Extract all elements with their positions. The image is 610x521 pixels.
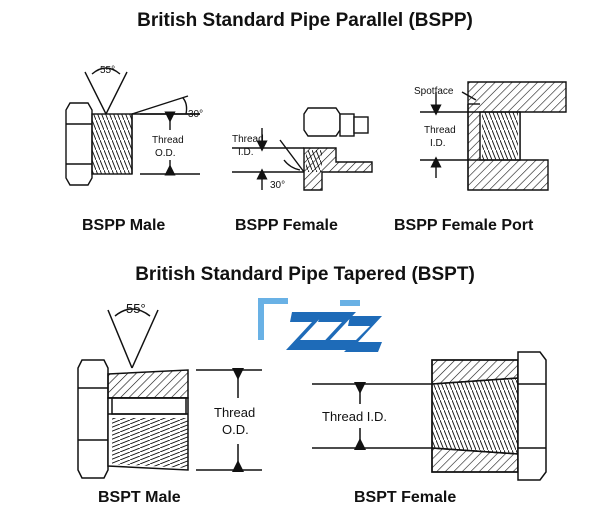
bspp-male-od-label: O.D. <box>155 148 176 159</box>
bspp-female-angle-30: 30° <box>270 180 285 191</box>
bspp-female-caption: BSPP Female <box>235 217 338 234</box>
bspp-female-drawing <box>232 107 373 191</box>
bspp-port-spotface-label: Spotface <box>414 86 454 97</box>
bspp-female-id-label: I.D. <box>238 147 254 158</box>
bspt-female-thread-id-label: Thread I.D. <box>322 409 387 424</box>
bspp-female-thread-word: Thread <box>232 134 264 145</box>
bspt-male-drawing <box>77 308 262 479</box>
bspp-female-port-caption: BSPP Female Port <box>394 217 534 234</box>
bspt-male-od-label: O.D. <box>222 422 249 437</box>
bspt-female-caption: BSPT Female <box>354 489 457 506</box>
bspp-female-port-drawing <box>420 81 567 191</box>
bspt-male-thread-word: Thread <box>214 405 255 420</box>
bspp-male-caption: BSPP Male <box>82 217 166 234</box>
bspp-male-angle-30: 30° <box>188 109 203 120</box>
bspp-port-id-label: I.D. <box>430 138 446 149</box>
bspt-title: British Standard Pipe Tapered (BSPT) <box>135 264 475 285</box>
zzz-logo-icon <box>258 298 382 352</box>
bspp-male-angle-55: 55° <box>100 65 115 76</box>
bspp-male-thread-word: Thread <box>152 135 184 146</box>
bspt-female-drawing <box>312 351 547 481</box>
bspt-male-caption: BSPT Male <box>98 489 181 506</box>
bspp-port-thread-word: Thread <box>424 125 456 136</box>
bspp-male-drawing <box>65 67 200 186</box>
bspt-male-angle-55: 55° <box>126 301 146 316</box>
bspp-title: British Standard Pipe Parallel (BSPP) <box>137 10 473 31</box>
